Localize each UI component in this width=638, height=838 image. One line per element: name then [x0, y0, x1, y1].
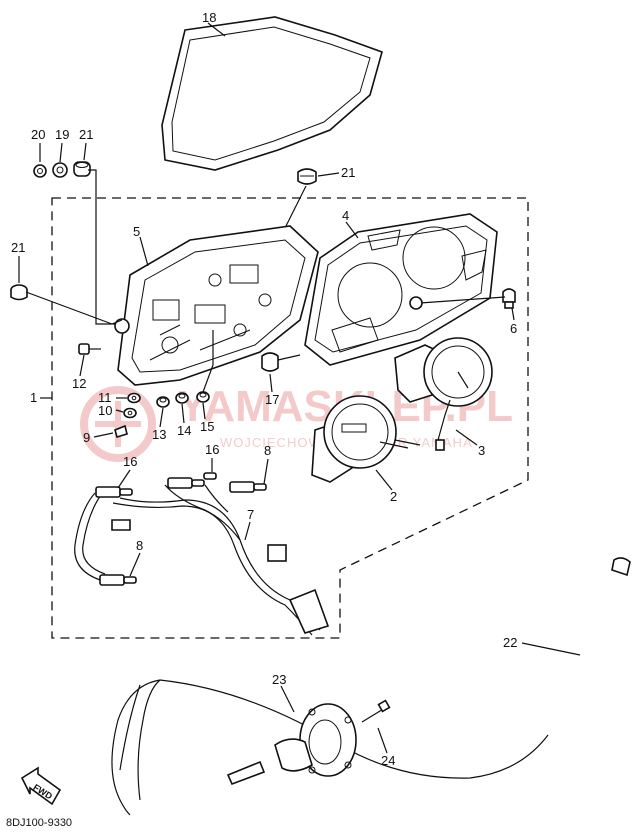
part-6-bulb: [502, 288, 516, 309]
callout-19: 19: [55, 127, 69, 142]
callout-10: 10: [98, 403, 112, 418]
part-7-wire-harness: [74, 484, 330, 636]
part-6-socket: [409, 296, 423, 310]
assembly-boundary: [51, 197, 529, 639]
callout-1: 1: [30, 390, 37, 405]
callout-16-b: 16: [205, 442, 219, 457]
callout-8-a: 8: [264, 443, 271, 458]
callout-5: 5: [133, 224, 140, 239]
leader-21a: [88, 169, 116, 325]
part-19-washer: [52, 162, 68, 178]
callout-16-a: 16: [123, 454, 137, 469]
callout-23: 23: [272, 672, 286, 687]
callout-18: 18: [202, 10, 216, 25]
callout-3: 3: [478, 443, 485, 458]
callout-labels: 18 20 19 21 21 21 5 4 6 1 12 11 10 9 13 …: [11, 10, 517, 768]
part-22-speedometer-cable: [111, 557, 631, 816]
callout-12: 12: [72, 376, 86, 391]
callout-11: 11: [98, 390, 112, 405]
part-9-screw: [114, 424, 128, 438]
leader-21b: [25, 291, 113, 325]
callout-15: 15: [200, 419, 214, 434]
part-16-bulb-right: [203, 472, 217, 480]
part-21-grommet-a: [73, 161, 91, 177]
part-17-grommet: [261, 352, 279, 372]
part-21-grommet-b: [10, 284, 28, 301]
callout-17: 17: [265, 392, 279, 407]
callout-22: 22: [503, 635, 517, 650]
part-13-bushing: [156, 396, 170, 408]
callout-6: 6: [510, 321, 517, 336]
part-21-grommet-c: [297, 168, 317, 185]
part-5-meter-case: [114, 225, 319, 386]
part-10-washer: [123, 407, 137, 419]
callout-14: 14: [177, 423, 191, 438]
drawing-code: 8DJ100-9330: [6, 817, 72, 829]
part-14-bushing: [175, 392, 189, 404]
callout-13: 13: [152, 427, 166, 442]
leader-21c: [283, 185, 307, 231]
callout-21-c: 21: [11, 240, 25, 255]
part-16-bulb-left: [95, 486, 133, 498]
part-3-tachometer: [394, 337, 493, 451]
callout-8-b: 8: [136, 538, 143, 553]
callout-9: 9: [83, 430, 90, 445]
part-8-bulb-left: [99, 574, 137, 586]
part-2-speedometer: [311, 395, 421, 483]
leader-15: [202, 330, 214, 393]
part-23-gear-unit: [274, 703, 357, 777]
part-12-screw: [78, 343, 101, 355]
watermark-logo-icon: [80, 386, 156, 462]
callout-20: 20: [31, 127, 45, 142]
callout-24: 24: [381, 753, 395, 768]
part-24-bolt: [361, 699, 391, 723]
leader-case-mount: [111, 319, 123, 325]
part-18-gasket: [161, 16, 383, 171]
part-8-bulb-right: [229, 481, 267, 493]
callout-21-b: 21: [341, 165, 355, 180]
callout-4: 4: [342, 208, 349, 223]
part-20-nut: [33, 164, 47, 178]
leader-17: [277, 354, 301, 361]
part-16-bulb-center: [167, 477, 205, 489]
part-11-nut: [127, 392, 141, 404]
part-15-bushing: [196, 391, 210, 403]
leader-lines: [18, 22, 581, 754]
watermark-logo-cross-icon: [95, 401, 141, 447]
callout-2: 2: [390, 489, 397, 504]
leader-6: [419, 296, 506, 304]
fwd-arrow-icon: FWD: [20, 766, 62, 806]
callout-7: 7: [247, 507, 254, 522]
callout-21-a: 21: [79, 127, 93, 142]
